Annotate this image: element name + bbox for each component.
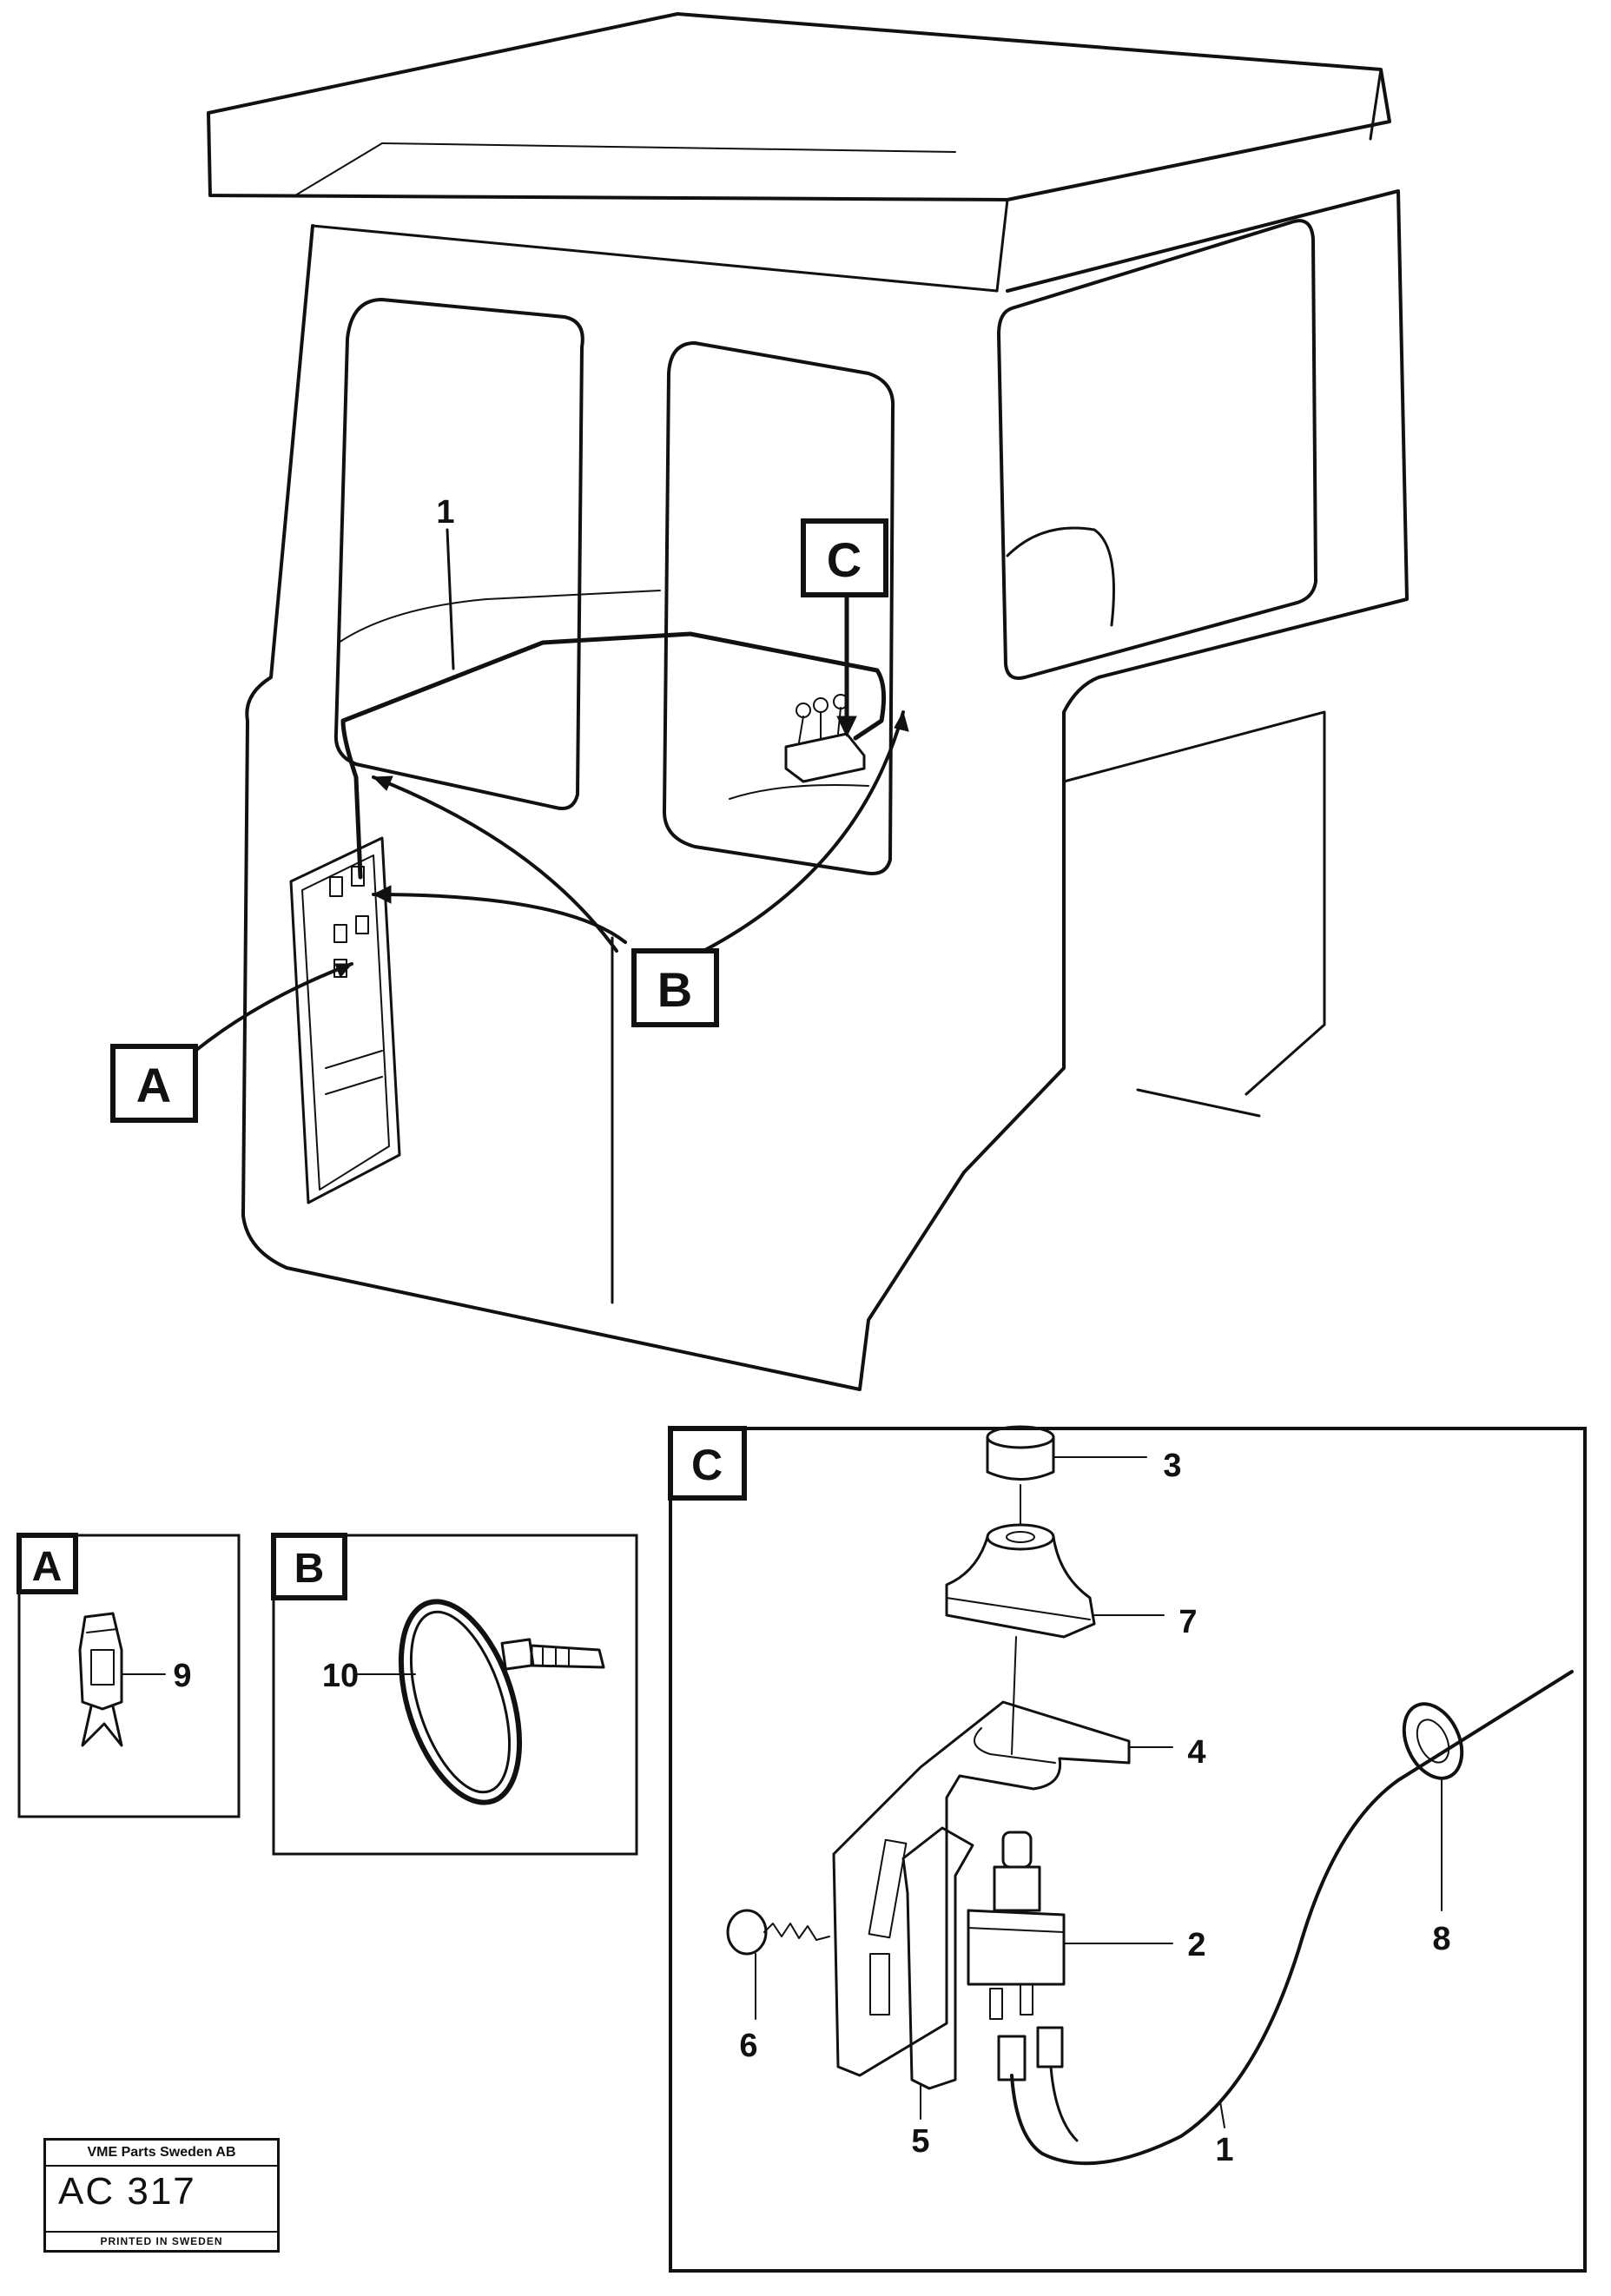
callout-b-label: B [657,962,692,1017]
detail-c-part-4: 4 [1187,1734,1205,1771]
cab-roof [207,12,1391,201]
detail-c-part-3: 3 [1163,1448,1181,1484]
detail-b-part-10: 10 [322,1658,359,1694]
detail-cable [1010,1670,1574,2166]
detail-a-part-9: 9 [173,1658,191,1694]
cable-tie-icon [398,1599,605,1805]
stamp-printed: PRINTED IN SWEDEN [46,2231,277,2250]
grommet-icon [1402,1702,1464,1780]
detail-c-panel: C [668,1425,1587,2273]
cab-window-left [333,298,584,810]
detail-c-title: C [691,1441,723,1489]
cab-window-right [997,219,1317,680]
detail-c-part-7: 7 [1179,1604,1197,1640]
company-stamp: VME Parts Sweden AB AC 317 PRINTED IN SW… [43,2138,280,2253]
bracket-icon [832,1700,1131,2077]
detail-b-panel: B 10 [271,1533,638,1856]
callout-c-label: C [827,532,862,587]
part-1-main-label: 1 [436,494,454,531]
detail-c-part-8: 8 [1432,1921,1450,1957]
stamp-code: AC 317 [58,2170,196,2213]
detail-c-part-6: 6 [739,2028,757,2064]
detail-a-title: A [32,1544,63,1590]
callout-box-a: A [110,1044,198,1123]
callout-a-label: A [136,1058,171,1112]
cab-body [241,189,1409,1391]
cap-icon [986,1425,1055,1481]
cable-harness [340,631,887,880]
joystick-switch [784,694,866,783]
callout-box-b: B [631,948,719,1027]
detail-c-part-1: 1 [1215,2132,1233,2168]
insulating-plate-icon [901,1826,974,2090]
cab-illustration: C B A 1 [110,12,1409,1391]
cable-clip-icon [78,1612,123,1747]
detail-b-title: B [294,1546,325,1592]
screw-icon [726,1909,830,2020]
detail-c-part-2: 2 [1187,1927,1205,1963]
cab-window-front [663,341,895,875]
callout-box-c: C [801,518,888,597]
stamp-company: VME Parts Sweden AB [46,2141,277,2167]
detail-a-panel: A 9 [17,1533,241,1818]
detail-c-part-5: 5 [911,2123,929,2160]
